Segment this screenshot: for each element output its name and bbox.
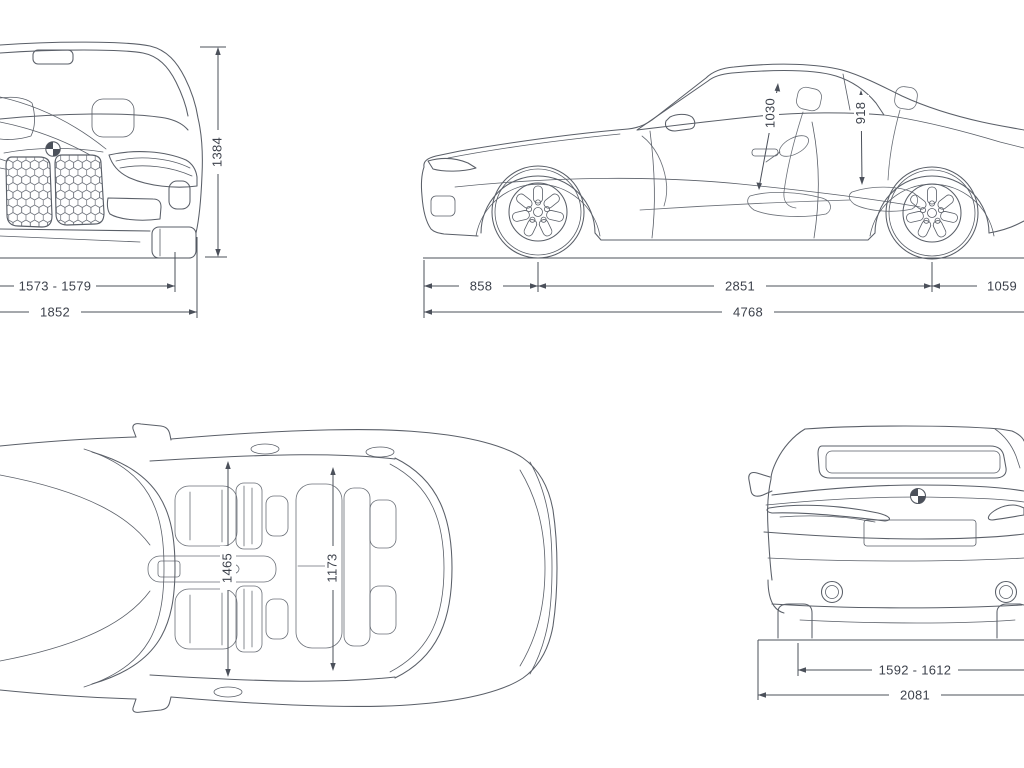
side-dim-row-1: 858 2851 1059 [424, 279, 1024, 294]
front-bumper-details [106, 180, 197, 259]
kidney-grille-left [5, 156, 53, 228]
front-seat-cushion [747, 191, 831, 217]
front-dim-width: 1852 [0, 237, 198, 320]
door-handle-upper [250, 443, 280, 455]
wheelbase-label: 2851 [725, 279, 755, 294]
headrest-left [0, 96, 35, 140]
top-mirror-upper [132, 423, 172, 441]
front-width-label: 1852 [40, 305, 70, 320]
rear-seat-cushion [848, 186, 919, 212]
front-seat-back-top [235, 482, 263, 550]
front-windshield-interior [0, 49, 135, 140]
rear-tire-right [996, 603, 1024, 639]
front-seat-back-bottom [235, 585, 263, 653]
rear-wheel [885, 166, 979, 260]
rear-dim-track: 1592 - 1612 [798, 663, 1024, 678]
door-handle-lower [213, 686, 243, 698]
top-mirror-lower [132, 696, 172, 713]
front-seat-headrest [796, 86, 822, 112]
rear-headrest-lower [369, 585, 397, 635]
front-seat-back [783, 111, 804, 209]
license-plate-recess [863, 519, 977, 547]
rear-reflector-right [994, 580, 1018, 604]
front-overhang-label: 858 [470, 279, 493, 294]
side-headlight [427, 158, 477, 172]
side-view: 1030 918 858 2851 1059 [420, 63, 1024, 320]
side-interior-ghost [639, 86, 919, 217]
fuel-cap [365, 446, 395, 458]
bmw-roundel-icon [45, 141, 61, 157]
front-lower-intake [106, 197, 162, 221]
front-seat-cushion-top [174, 485, 238, 547]
front-wheel [491, 165, 585, 259]
rear-bench [295, 483, 343, 649]
rear-view: 1592 - 1612 2081 [748, 425, 1024, 703]
top-body-outline [0, 423, 558, 713]
side-dim-front-headroom: 1030 [756, 83, 781, 190]
top-view: 1465 1173 [0, 423, 558, 713]
rear-interior-width-label: 1173 [324, 553, 339, 582]
front-seat-cushion-bottom [174, 588, 238, 650]
top-glass-and-roof [83, 443, 553, 698]
side-dim-rear-headroom: 918 [853, 90, 869, 185]
steering-wheel [778, 135, 810, 157]
top-dim-rear-width: 1173 [324, 467, 341, 671]
rear-track-label: 1592 - 1612 [879, 663, 952, 678]
front-headrest-bottom [265, 598, 289, 640]
front-fog-inlet [168, 180, 191, 210]
front-dim-height: 1384 [209, 47, 226, 257]
front-headlight [108, 151, 198, 188]
front-track-label: 1573 - 1579 [19, 279, 92, 294]
front-view: 1384 1573 - 1579 1852 [0, 41, 227, 320]
rear-seat-back [887, 109, 901, 181]
front-interior-width-label: 1465 [219, 553, 234, 583]
rear-tire-left [777, 603, 813, 639]
front-kidney-grilles [5, 154, 105, 228]
side-body-outline [420, 63, 1024, 241]
rearview-mirror [32, 49, 74, 65]
overall-length-label: 4768 [733, 305, 763, 320]
rear-seat-headrest [894, 86, 918, 110]
front-ground [0, 46, 227, 259]
center-console [147, 555, 277, 583]
rear-dim-width-mirrors: 2081 [758, 688, 1024, 703]
rear-headroom-label: 918 [853, 102, 868, 125]
front-height-label: 1384 [209, 137, 224, 167]
front-tire [151, 226, 197, 259]
rear-bench-back [343, 487, 371, 647]
side-mirror [665, 113, 696, 132]
front-headroom-label: 1030 [762, 98, 777, 128]
front-headrest-top [265, 495, 289, 537]
rear-body-outline [763, 425, 1024, 624]
side-glasshouse [636, 70, 885, 132]
side-ground-and-extensions [423, 257, 1024, 318]
kidney-grille-right [54, 154, 105, 226]
rear-bumper-details [777, 519, 1024, 639]
top-interior [147, 482, 397, 653]
top-dim-front-width: 1465 [219, 461, 236, 677]
rear-taillights [766, 504, 1024, 523]
headrest-right [91, 98, 135, 138]
rear-headrest-upper [369, 499, 397, 549]
bmw-roundel-rear-icon [909, 487, 927, 505]
side-front-intake [430, 195, 456, 217]
rear-reflector-left [820, 580, 844, 604]
rear-overhang-label: 1059 [987, 279, 1017, 294]
dashboard [641, 135, 668, 207]
width-with-mirrors-label: 2081 [900, 688, 930, 703]
front-dim-track: 1573 - 1579 [0, 252, 176, 294]
side-dim-row-2: 4768 [424, 305, 1024, 320]
rear-mirror-left [748, 471, 773, 497]
rear-window [817, 445, 1007, 479]
